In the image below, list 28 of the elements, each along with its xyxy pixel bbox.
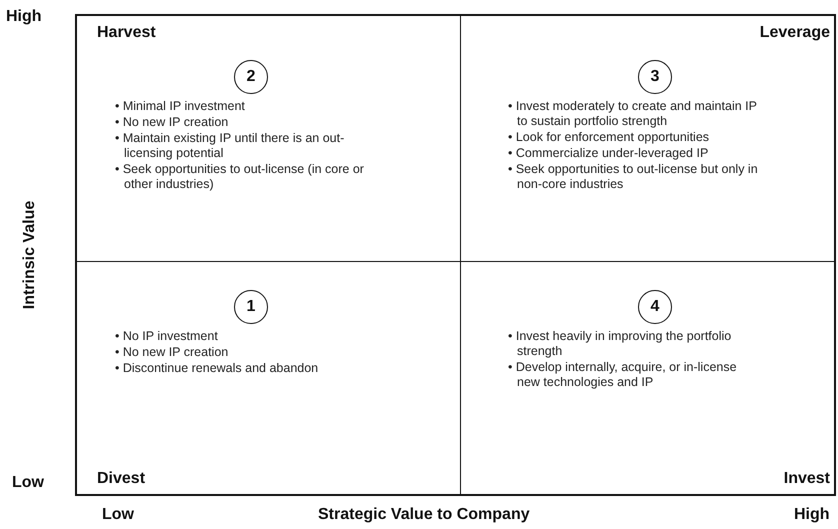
bullet-item: • Look for enforcement opportunities [508, 130, 710, 145]
bullet-item: • Discontinue renewals and abandon [115, 361, 320, 376]
quadrant-title: Harvest [97, 24, 156, 42]
axis-title: Intrinsic Value [21, 200, 40, 310]
quadrant-title: Leverage [760, 24, 830, 42]
bullet-item: • Seek opportunities to out-license (in core or other industries) [115, 162, 365, 192]
number-circle: 4 [638, 290, 672, 324]
bullet-item: • Develop internally, acquire, or in-license new technologies and IP [508, 360, 738, 390]
bullet-item: • Minimal IP investment [115, 99, 246, 114]
bullet-item: • Invest heavily in improving the portfolio strength [508, 329, 732, 359]
bullet-item: • Commercialize under-leveraged IP [508, 146, 710, 161]
axis-label: Low [102, 506, 134, 524]
number-circle: 3 [638, 60, 672, 94]
bullet-item: • Seek opportunities to out-license but only in non-core industries [508, 162, 759, 192]
bullet-item: • No IP investment [115, 329, 219, 344]
bullet-item: • Maintain existing IP until there is an out-licensing potential [115, 131, 346, 161]
number-circle: 1 [234, 290, 268, 324]
axis-label: Low [12, 474, 44, 492]
quadrant-title: Invest [784, 470, 830, 488]
quadrant-title: Divest [97, 470, 146, 488]
axis-title: Strategic Value to Company [318, 506, 530, 524]
axis-label: High [794, 506, 830, 524]
number-circle: 2 [234, 60, 268, 94]
bullet-item: • No new IP creation [115, 345, 230, 360]
bullet-item: • No new IP creation [115, 115, 230, 130]
quadrant [77, 16, 461, 262]
axis-label: High [6, 8, 42, 26]
bullet-item: • Invest moderately to create and maintain IP to sustain portfolio strength [508, 99, 758, 129]
